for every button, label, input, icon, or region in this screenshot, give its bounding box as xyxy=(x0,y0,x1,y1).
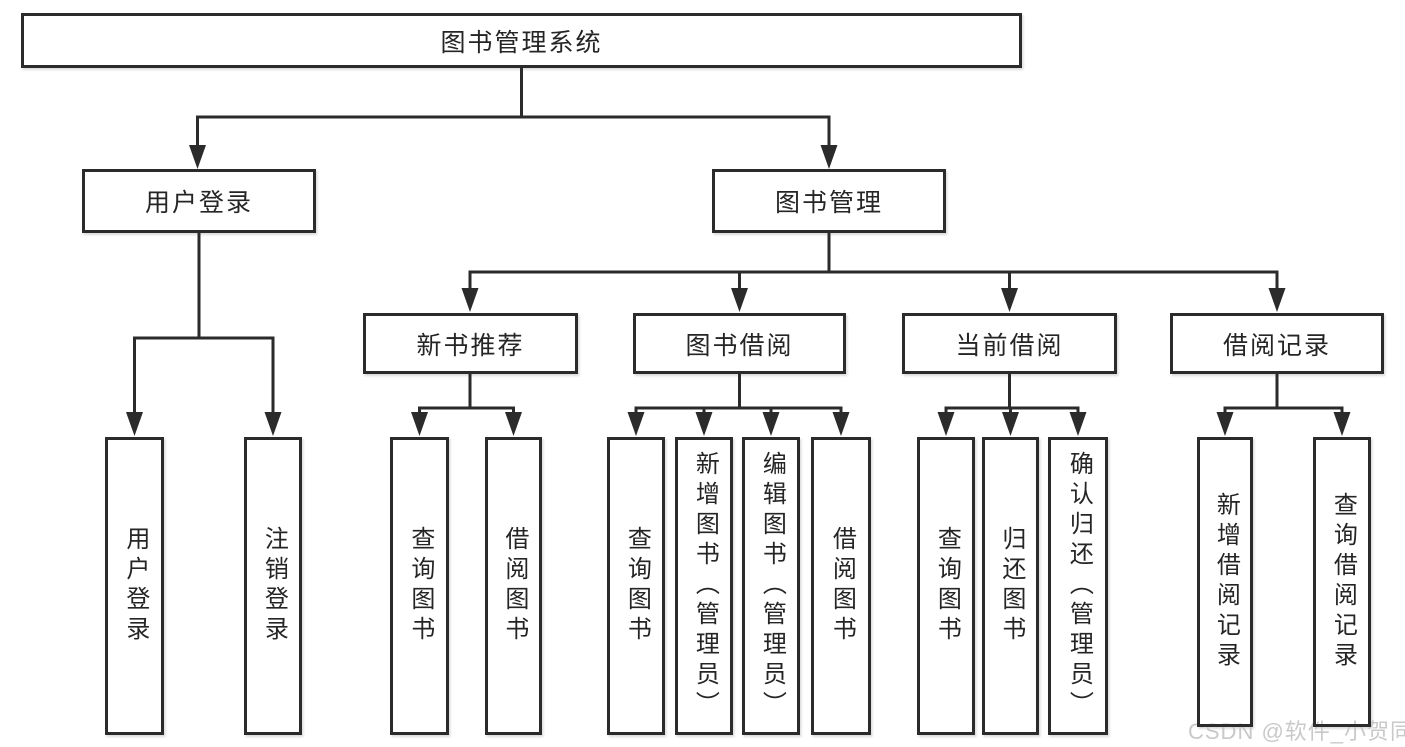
leaf-add-borrow-record: 新增借阅记录 xyxy=(1197,437,1253,727)
connector-current-borrow-to-leaves xyxy=(937,373,1087,436)
node-current-borrow-label: 当前借阅 xyxy=(955,331,1064,360)
leaf-add-borrow-record-label: 新增借阅记录 xyxy=(1212,492,1240,672)
connector-new-book-recommend-to-leaves xyxy=(411,373,522,436)
connector-book-borrow-to-leaves xyxy=(627,373,850,436)
leaf-query-borrow-record-label: 查询借阅记录 xyxy=(1329,492,1357,672)
leaf-query-books-current: 查询图书 xyxy=(917,437,975,735)
leaf-logout: 注销登录 xyxy=(244,437,302,735)
leaf-borrow-books-recommend-label: 借阅图书 xyxy=(500,526,528,646)
node-user-login: 用户登录 xyxy=(82,169,316,233)
leaf-query-books-current-label: 查询图书 xyxy=(933,526,961,646)
leaf-edit-book-admin-label: 编辑图书（管理员） xyxy=(758,451,786,721)
leaf-query-books-recommend: 查询图书 xyxy=(390,437,449,735)
leaf-query-books-recommend-label: 查询图书 xyxy=(406,526,434,646)
node-user-login-label: 用户登录 xyxy=(144,189,253,217)
connector-borrow-records-to-leaves xyxy=(1216,373,1351,436)
leaf-return-book-label: 归还图书 xyxy=(997,526,1025,646)
node-book-management-label: 图书管理 xyxy=(774,189,883,217)
leaf-add-book-admin: 新增图书（管理员） xyxy=(675,437,733,735)
leaf-confirm-return-admin: 确认归还（管理员） xyxy=(1048,437,1108,735)
leaf-borrow-books-label: 借阅图书 xyxy=(828,526,856,646)
leaf-edit-book-admin: 编辑图书（管理员） xyxy=(742,437,800,735)
node-root: 图书管理系统 xyxy=(21,13,1022,68)
leaf-query-books-borrow-label: 查询图书 xyxy=(623,526,651,646)
leaf-user-login: 用户登录 xyxy=(105,437,164,735)
node-current-borrow: 当前借阅 xyxy=(902,313,1117,374)
leaf-confirm-return-admin-label: 确认归还（管理员） xyxy=(1065,451,1093,721)
connector-user-login-to-leaves xyxy=(126,231,282,436)
leaf-borrow-books-recommend: 借阅图书 xyxy=(485,437,542,735)
connector-root-to-level2 xyxy=(189,66,838,169)
csdn-watermark: CSDN @软件_小贺同学 xyxy=(1188,719,1405,744)
node-root-label: 图书管理系统 xyxy=(440,28,603,57)
leaf-return-book: 归还图书 xyxy=(982,437,1039,735)
node-borrow-records-label: 借阅记录 xyxy=(1222,331,1331,360)
node-new-book-recommend: 新书推荐 xyxy=(363,313,578,374)
connector-book-management-to-level3 xyxy=(461,231,1286,312)
node-book-management: 图书管理 xyxy=(712,169,946,233)
node-book-borrow: 图书借阅 xyxy=(633,313,846,374)
leaf-query-books-borrow: 查询图书 xyxy=(607,437,665,735)
leaf-borrow-books: 借阅图书 xyxy=(811,437,871,735)
leaf-add-book-admin-label: 新增图书（管理员） xyxy=(691,451,719,721)
leaf-user-login-label: 用户登录 xyxy=(121,526,149,646)
node-book-borrow-label: 图书借阅 xyxy=(685,331,794,360)
leaf-logout-label: 注销登录 xyxy=(260,526,288,646)
leaf-query-borrow-record: 查询借阅记录 xyxy=(1313,437,1371,727)
node-new-book-recommend-label: 新书推荐 xyxy=(416,331,525,360)
node-borrow-records: 借阅记录 xyxy=(1170,313,1384,374)
